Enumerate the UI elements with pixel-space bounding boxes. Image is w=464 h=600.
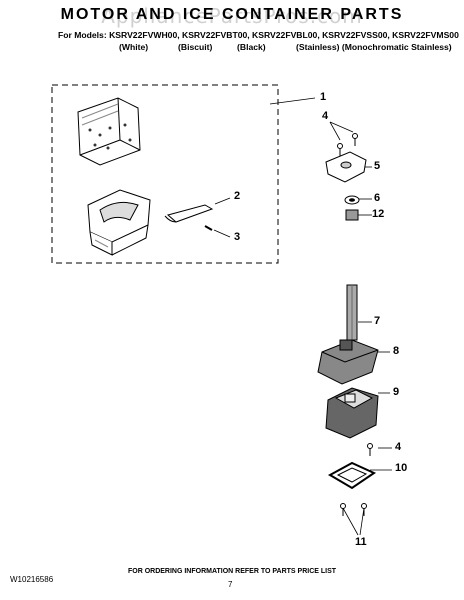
callout-10: 10 <box>395 462 408 474</box>
page-number: 7 <box>228 580 233 589</box>
leader-lines <box>213 97 392 536</box>
callout-9: 9 <box>393 386 400 398</box>
ice-container-drawing <box>77 97 151 256</box>
callout-7: 7 <box>374 315 381 327</box>
variant-biscuit: (Biscuit) <box>178 42 213 52</box>
variant-white: (White) <box>119 42 149 52</box>
callout-8: 8 <box>393 345 400 357</box>
callout-3: 3 <box>234 231 241 243</box>
variant-black: (Black) <box>237 42 266 52</box>
part-2-paddle <box>166 204 214 223</box>
variant-stainless: (Stainless) (Monochromatic Stainless) <box>296 42 452 52</box>
page-title: MOTOR AND ICE CONTAINER PARTS <box>60 6 404 23</box>
part-11-screws <box>340 503 367 516</box>
doc-number: W10216586 <box>10 575 54 584</box>
part-8-cover <box>317 339 379 385</box>
callout-2: 2 <box>234 190 241 202</box>
callout-4-lower: 4 <box>395 441 402 453</box>
part-9-motor <box>325 387 379 439</box>
part-4-screws <box>337 133 358 156</box>
callout-4-top: 4 <box>322 110 329 122</box>
callout-5: 5 <box>374 160 381 172</box>
callout-1: 1 <box>320 91 327 103</box>
ordering-note: FOR ORDERING INFORMATION REFER TO PARTS … <box>127 568 337 575</box>
callout-6: 6 <box>374 192 381 204</box>
part-12-bushing <box>345 209 359 221</box>
watermark: AppliancePartsPros.com <box>101 4 363 28</box>
callout-11: 11 <box>355 536 367 548</box>
models-line: For Models: KSRV22FVWH00, KSRV22FVBT00, … <box>58 30 459 40</box>
part-3-screw <box>204 225 213 231</box>
part-4-screw-lower <box>367 443 373 456</box>
callout-12: 12 <box>372 208 385 220</box>
assembly-dashed-box <box>51 84 279 264</box>
